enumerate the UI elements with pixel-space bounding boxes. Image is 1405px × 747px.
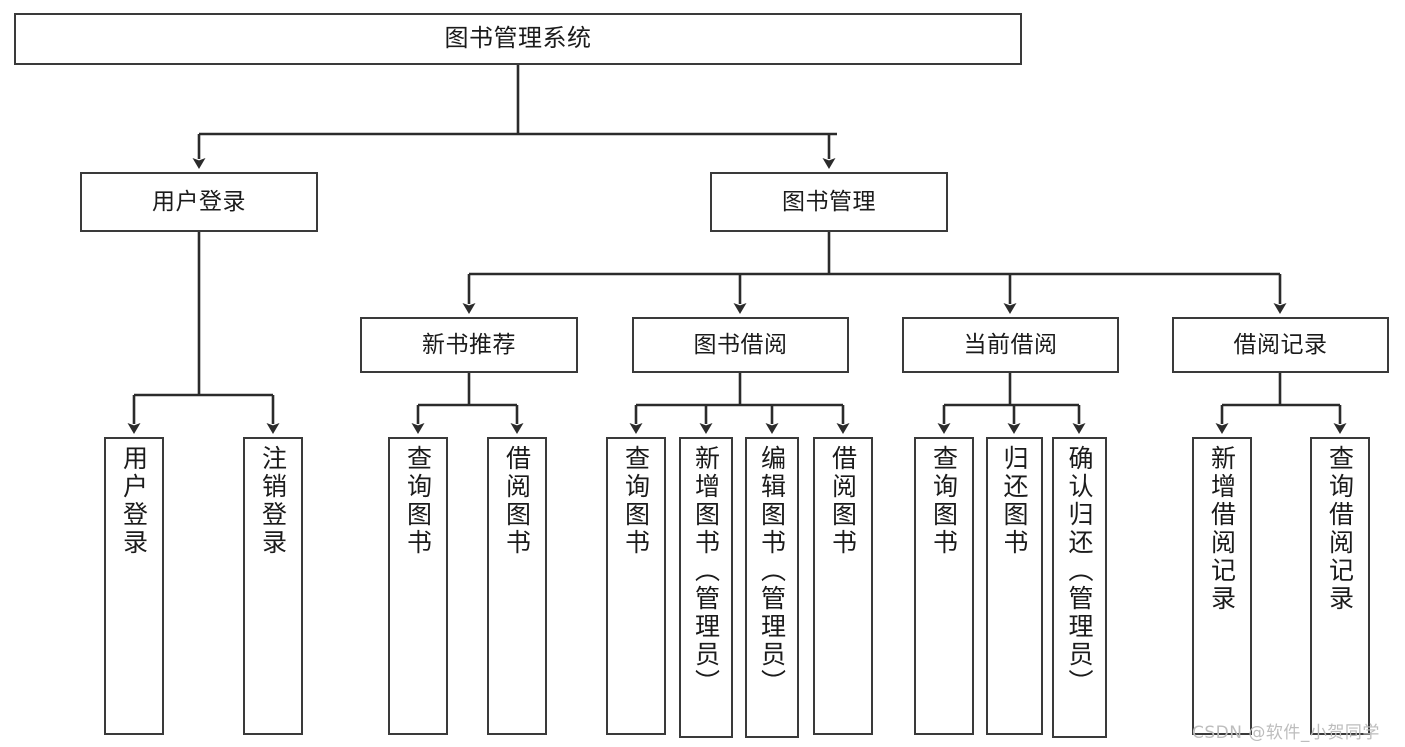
node-book-borrow[interactable]: 图书借阅 — [632, 317, 849, 373]
node-leaf-user-login-label: 用户登录 — [119, 445, 149, 557]
node-leaf-add-record[interactable]: 新增借阅记录 — [1192, 437, 1252, 735]
node-leaf-return-book-label: 归还图书 — [1000, 445, 1029, 557]
node-new-book-recommend[interactable]: 新书推荐 — [360, 317, 578, 373]
node-user-login[interactable]: 用户登录 — [80, 172, 318, 232]
node-borrow-record-label: 借阅记录 — [1233, 331, 1328, 358]
node-leaf-query-book-1[interactable]: 查询图书 — [388, 437, 448, 735]
node-leaf-query-book-1-label: 查询图书 — [403, 445, 433, 557]
node-leaf-borrow-book-1[interactable]: 借阅图书 — [487, 437, 547, 735]
node-leaf-query-book-3-label: 查询图书 — [929, 445, 959, 557]
node-leaf-query-book-2[interactable]: 查询图书 — [606, 437, 666, 735]
node-user-login-label: 用户登录 — [152, 188, 246, 215]
node-leaf-add-book-label: 新增图书（管理员） — [691, 445, 721, 697]
node-book-manage[interactable]: 图书管理 — [710, 172, 948, 232]
node-book-borrow-label: 图书借阅 — [693, 331, 788, 358]
node-leaf-borrow-book-1-label: 借阅图书 — [502, 445, 532, 557]
node-book-manage-label: 图书管理 — [782, 188, 876, 215]
node-leaf-borrow-book-2-label: 借阅图书 — [828, 445, 858, 557]
node-leaf-logout-label: 注销登录 — [258, 445, 288, 557]
node-leaf-confirm-return-label: 确认归还（管理员） — [1065, 445, 1094, 697]
node-leaf-query-record[interactable]: 查询借阅记录 — [1310, 437, 1370, 735]
node-leaf-logout[interactable]: 注销登录 — [243, 437, 303, 735]
node-leaf-return-book[interactable]: 归还图书 — [986, 437, 1043, 735]
node-leaf-query-book-3[interactable]: 查询图书 — [914, 437, 974, 735]
node-new-book-recommend-label: 新书推荐 — [422, 331, 516, 358]
node-leaf-confirm-return[interactable]: 确认归还（管理员） — [1052, 437, 1107, 738]
node-leaf-borrow-book-2[interactable]: 借阅图书 — [813, 437, 873, 735]
node-root[interactable]: 图书管理系统 — [14, 13, 1022, 65]
node-leaf-query-record-label: 查询借阅记录 — [1325, 445, 1355, 613]
node-leaf-query-book-2-label: 查询图书 — [621, 445, 651, 557]
csdn-watermark: CSDN @软件_小贺同学 — [1192, 723, 1380, 743]
node-current-borrow[interactable]: 当前借阅 — [902, 317, 1119, 373]
node-current-borrow-label: 当前借阅 — [963, 331, 1058, 358]
node-root-label: 图书管理系统 — [444, 24, 592, 53]
node-leaf-add-record-label: 新增借阅记录 — [1207, 445, 1237, 613]
node-leaf-add-book[interactable]: 新增图书（管理员） — [679, 437, 733, 738]
node-leaf-user-login[interactable]: 用户登录 — [104, 437, 164, 735]
node-borrow-record[interactable]: 借阅记录 — [1172, 317, 1389, 373]
node-leaf-edit-book-label: 编辑图书（管理员） — [757, 445, 787, 697]
node-leaf-edit-book[interactable]: 编辑图书（管理员） — [745, 437, 799, 738]
